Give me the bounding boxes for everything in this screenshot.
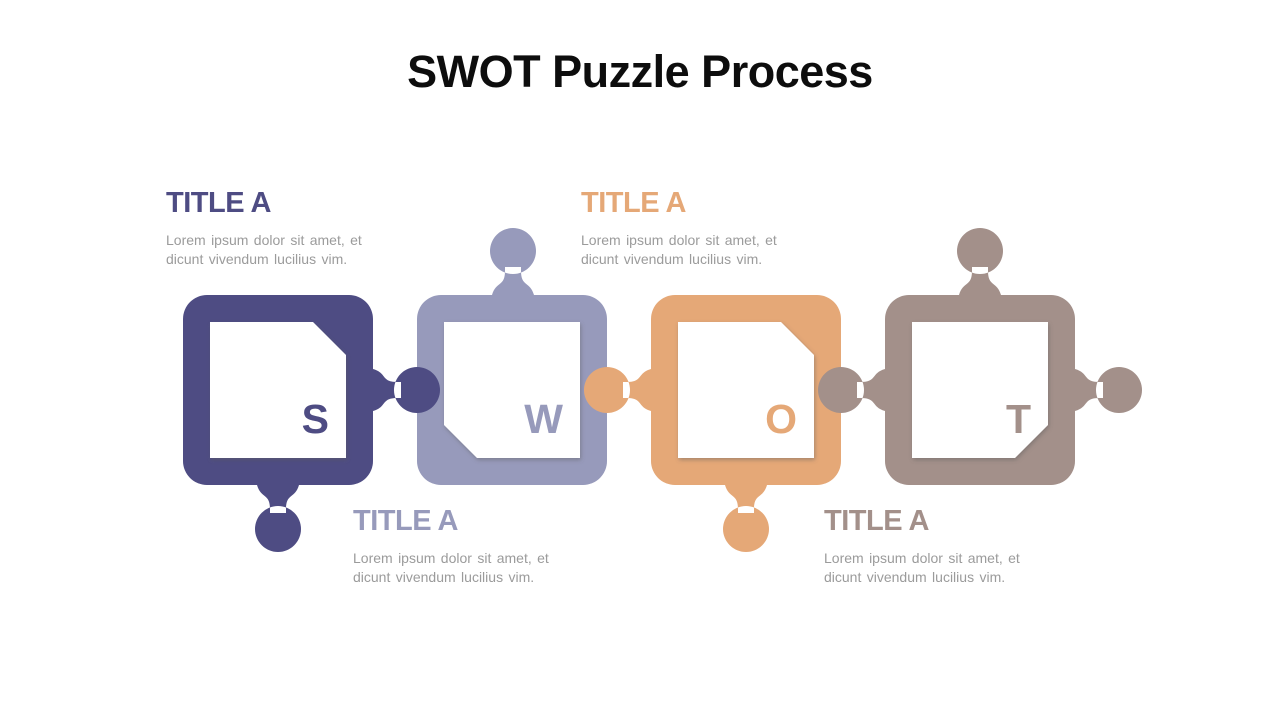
label-strengths-description: Lorem ipsum dolor sit amet, et dicunt vi… bbox=[166, 232, 362, 267]
piece-inner-square bbox=[444, 322, 580, 458]
label-opportunities: TITLE A Lorem ipsum dolor sit amet, et d… bbox=[581, 189, 831, 269]
threats-top-knob bbox=[957, 228, 1003, 295]
opportunities-bottom-knob bbox=[723, 485, 769, 552]
opportunities-left-knob bbox=[584, 367, 651, 413]
strengths-bottom-knob bbox=[255, 485, 301, 552]
label-threats-description: Lorem ipsum dolor sit amet, et dicunt vi… bbox=[824, 550, 1020, 585]
piece-inner-square bbox=[678, 322, 814, 458]
label-weaknesses: TITLE A Lorem ipsum dolor sit amet, et d… bbox=[353, 507, 603, 587]
puzzle-piece-threats: T bbox=[885, 295, 1075, 485]
label-opportunities-title: TITLE A bbox=[581, 187, 686, 219]
label-threats: TITLE A Lorem ipsum dolor sit amet, et d… bbox=[824, 507, 1074, 587]
label-weaknesses-description: Lorem ipsum dolor sit amet, et dicunt vi… bbox=[353, 550, 549, 585]
piece-inner-square bbox=[912, 322, 1048, 458]
slide-title: SWOT Puzzle Process bbox=[407, 46, 873, 97]
piece-letter: O bbox=[765, 396, 797, 442]
label-opportunities-description: Lorem ipsum dolor sit amet, et dicunt vi… bbox=[581, 232, 777, 267]
piece-letter: S bbox=[302, 396, 329, 442]
label-strengths: TITLE A Lorem ipsum dolor sit amet, et d… bbox=[166, 189, 416, 269]
piece-letter: T bbox=[1006, 396, 1031, 442]
threats-right-knob bbox=[1075, 367, 1142, 413]
strengths-right-knob bbox=[373, 367, 440, 413]
puzzle-piece-weaknesses: W bbox=[417, 295, 607, 485]
weaknesses-top-knob bbox=[490, 228, 536, 295]
label-weaknesses-title: TITLE A bbox=[353, 505, 458, 537]
label-strengths-title: TITLE A bbox=[166, 187, 271, 219]
piece-letter: W bbox=[524, 396, 563, 442]
label-threats-title: TITLE A bbox=[824, 505, 929, 537]
piece-inner-square bbox=[210, 322, 346, 458]
puzzle-piece-opportunities: O bbox=[651, 295, 841, 485]
threats-left-knob bbox=[818, 367, 885, 413]
puzzle-piece-strengths: S bbox=[183, 295, 373, 485]
